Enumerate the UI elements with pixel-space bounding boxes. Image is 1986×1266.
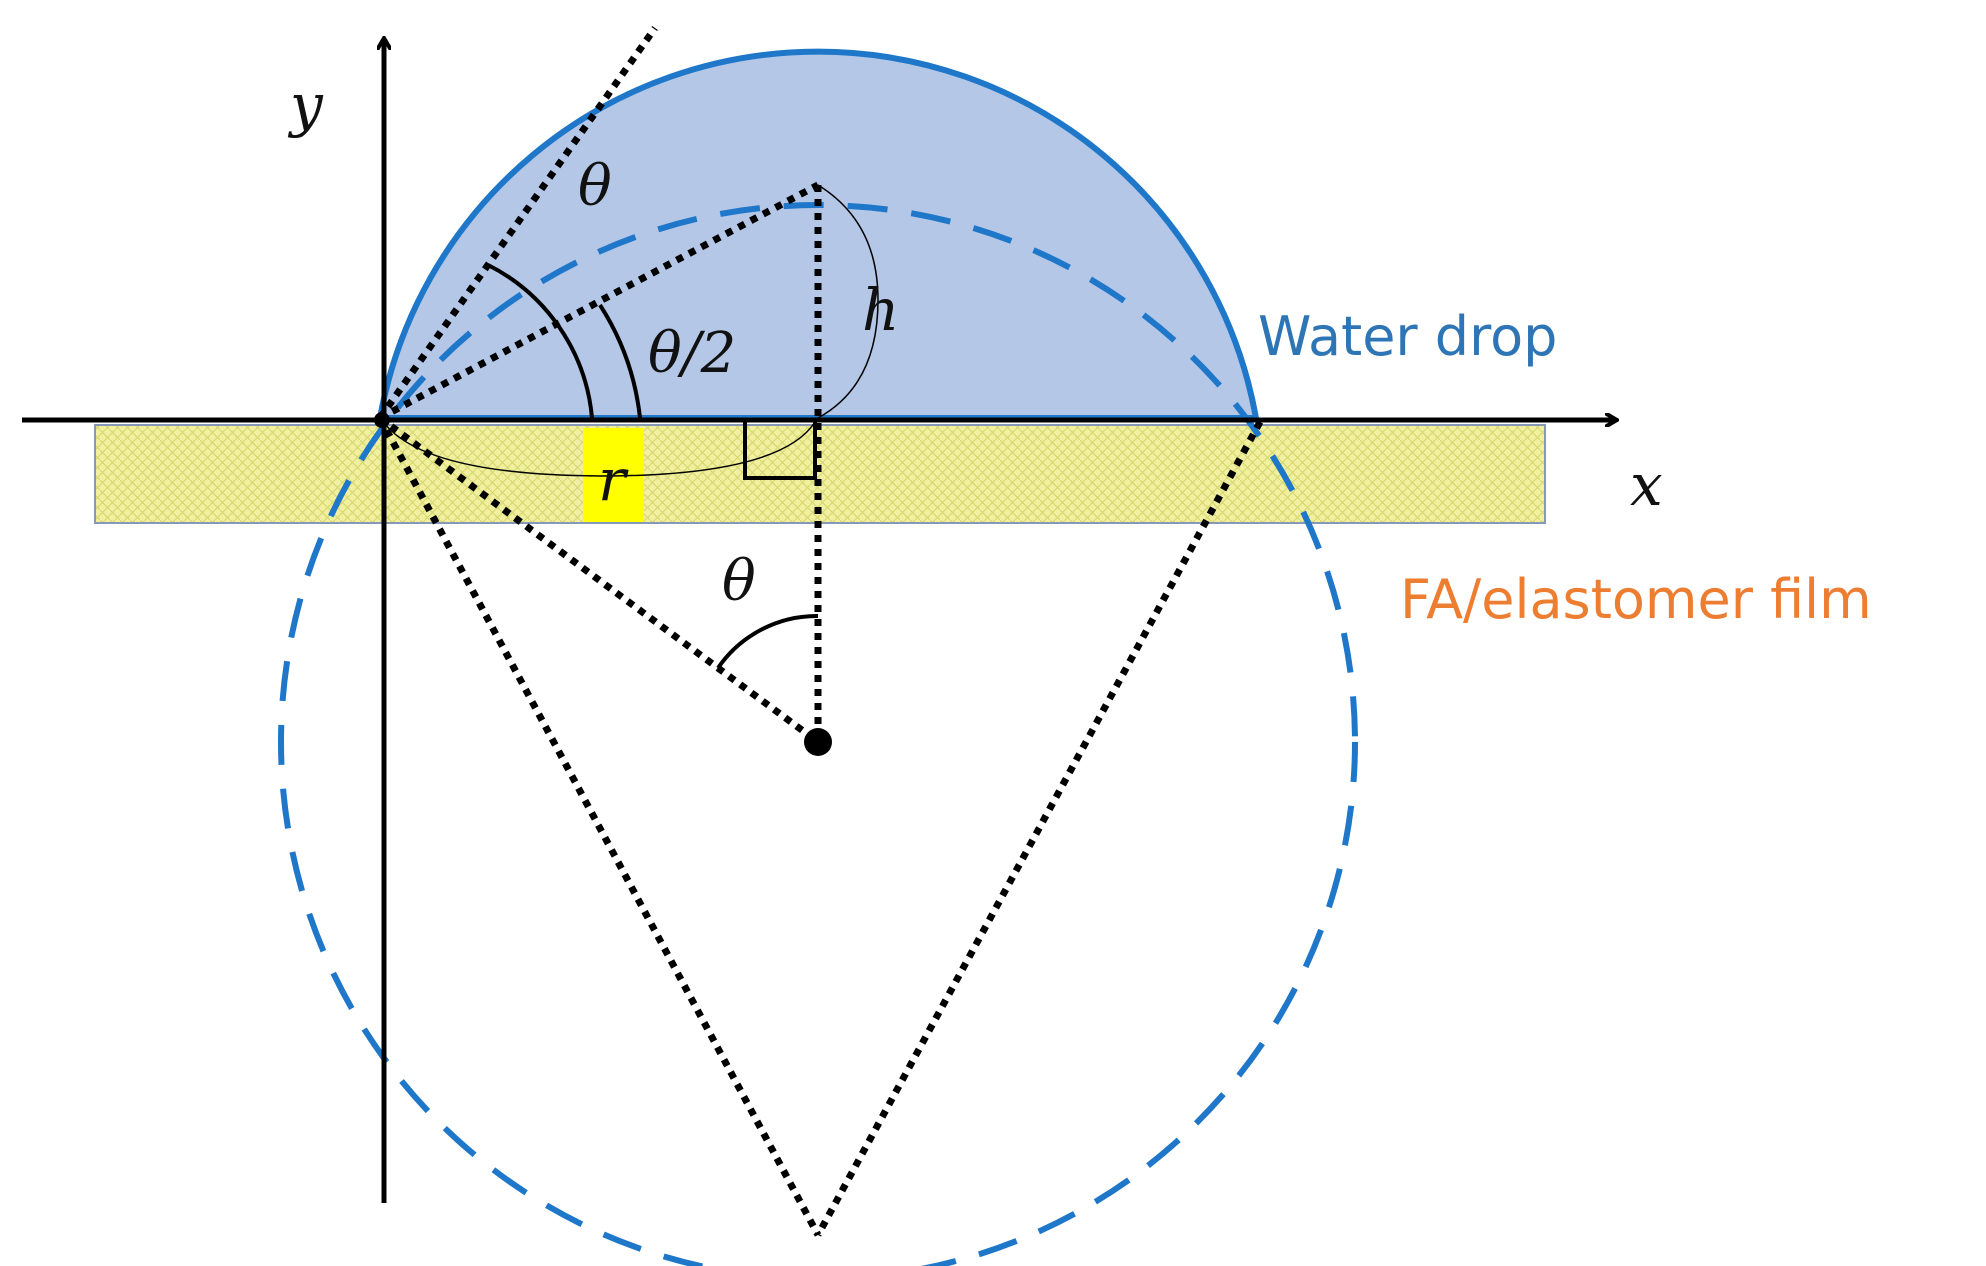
film-label: FA/elastomer film (1400, 568, 1872, 631)
theta-half-label: θ/2 (648, 321, 736, 386)
theta-center-label: θ (722, 549, 756, 614)
water-drop-cap (380, 51, 1256, 419)
theta-top-label: θ (578, 154, 612, 219)
water-drop-outline (377, 48, 1259, 419)
right-angle-marker (743, 418, 817, 480)
right-to-bottom (814, 420, 1264, 1237)
y-axis-label: y (287, 71, 324, 139)
radius-label: r (598, 446, 629, 514)
theta-arc-top (487, 263, 594, 419)
theta-half-arc (598, 303, 642, 419)
center-point (804, 728, 832, 756)
radius-dimension-arc (381, 419, 816, 477)
height-dimension-arc (817, 184, 879, 419)
edge-to-center (377, 415, 821, 745)
theta-arc-center (716, 613, 819, 670)
water-drop-label: Water drop (1258, 305, 1557, 368)
height-label: h (862, 276, 899, 344)
x-axis-label: x (1630, 451, 1663, 519)
construction-lines (376, 25, 1264, 1237)
tangent-line (377, 25, 658, 421)
left-to-bottom (376, 416, 822, 1237)
